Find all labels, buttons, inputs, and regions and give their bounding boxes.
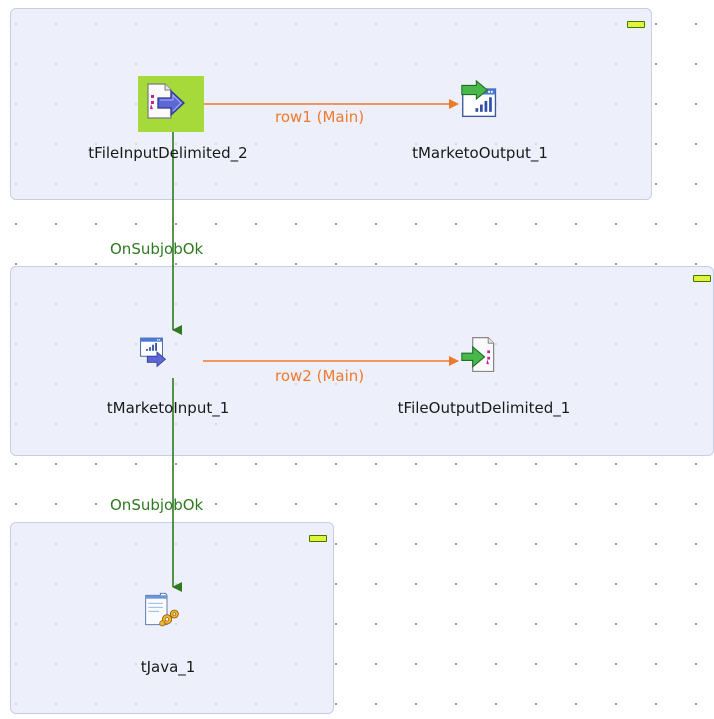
subjob-1-collapse-minus-icon[interactable] (627, 21, 645, 28)
file-input-delimited-icon (147, 83, 185, 119)
subjob-2-collapse-minus-icon[interactable] (693, 275, 711, 282)
component-label: tMarketoOutput_1 (412, 144, 548, 162)
marketo-output-icon (461, 80, 497, 118)
onsubjobok-link-2-label: OnSubjobOk (110, 496, 204, 514)
subjob-3-panel[interactable] (10, 522, 334, 714)
component-label: tFileOutputDelimited_1 (397, 399, 571, 417)
onsubjobok-link-1-label: OnSubjobOk (110, 240, 204, 258)
marketo-input-icon (140, 337, 167, 368)
row1-link-label: row1 (Main) (275, 108, 364, 126)
onsubjobok-link-2[interactable]: OnSubjobOk (110, 378, 204, 592)
java-code-icon (145, 592, 179, 627)
onsubjobok-link-1[interactable]: OnSubjobOk (110, 122, 204, 335)
component-label: tJava_1 (140, 658, 196, 676)
row2-link[interactable]: row2 (Main) (203, 356, 459, 385)
component-label: tFileInputDelimited_2 (88, 144, 248, 162)
component-label: tMarketoInput_1 (106, 399, 230, 417)
file-output-delimited-icon (461, 337, 495, 372)
row1-link[interactable]: row1 (Main) (203, 99, 459, 126)
subjob-3-collapse-minus-icon[interactable] (309, 535, 327, 542)
row2-link-label: row2 (Main) (275, 367, 364, 385)
